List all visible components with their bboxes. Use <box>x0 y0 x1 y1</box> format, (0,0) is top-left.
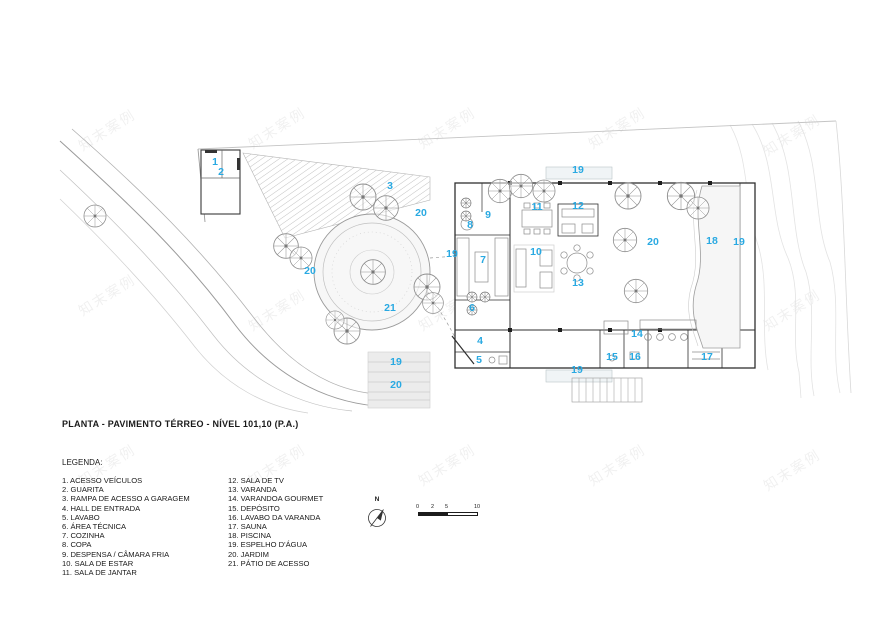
legend-item: 21. PÁTIO DE ACESSO <box>228 558 310 568</box>
guard-house <box>200 149 241 215</box>
terrace-steps <box>367 351 431 409</box>
plan-label-4: 4 <box>477 334 483 347</box>
plan-label-14: 14 <box>631 327 643 340</box>
plan-label-16: 16 <box>629 350 641 363</box>
plan-label-10: 10 <box>530 245 542 258</box>
plan-label-19: 19 <box>390 355 402 368</box>
scale-tick: 0 <box>416 504 420 510</box>
scale-tick: 5 <box>445 504 449 510</box>
plan-label-2: 2 <box>218 165 224 178</box>
legend-item: 5. LAVABO <box>62 512 100 522</box>
plan-label-18: 18 <box>706 234 718 247</box>
scale-bar <box>418 512 478 516</box>
legend-item: 8. COPA <box>62 540 92 550</box>
plan-label-17: 17 <box>701 350 713 363</box>
plan-label-8: 8 <box>467 218 473 231</box>
plan-label-6: 6 <box>469 301 475 314</box>
plan-label-19: 19 <box>571 363 583 376</box>
legend-item: 20. JARDIM <box>228 549 269 559</box>
plan-label-15: 15 <box>606 350 618 363</box>
access-road <box>59 128 377 414</box>
plan-label-19: 19 <box>572 163 584 176</box>
plan-label-12: 12 <box>572 199 584 212</box>
scale-bar-segment <box>447 512 478 516</box>
tv-room-walls <box>557 203 599 237</box>
scale-bar-segment <box>418 512 447 516</box>
legend-item: 11. SALA DE JANTAR <box>62 568 137 578</box>
legend-item: 15. DEPÓSITO <box>228 503 280 513</box>
legend-item: 17. SAUNA <box>228 522 267 532</box>
stairs <box>571 377 643 403</box>
plan-label-19: 19 <box>733 235 745 248</box>
page-title: PLANTA - PAVIMENTO TÉRREO - NÍVEL 101,10… <box>62 419 299 429</box>
legend-item: 4. HALL DE ENTRADA <box>62 503 141 513</box>
north-label: N <box>374 496 380 503</box>
legend-item: 12. SALA DE TV <box>228 476 284 485</box>
garage-ramp <box>242 152 431 239</box>
plan-label-20: 20 <box>415 206 427 219</box>
legend-item: 19. ESPELHO D'ÁGUA <box>228 540 308 550</box>
legend-heading: LEGENDA: <box>62 458 103 467</box>
legend-item: 10. SALA DE ESTAR <box>62 558 134 568</box>
plan-label-3: 3 <box>387 179 393 192</box>
legend-item: 7. COZINHA <box>62 531 105 541</box>
plan-label-13: 13 <box>572 276 584 289</box>
legend-item: 14. VARANDOA GOURMET <box>228 494 324 504</box>
plan-label-20: 20 <box>647 235 659 248</box>
scale-tick: 10 <box>474 504 481 510</box>
legend-item: 13. VARANDA <box>228 485 277 495</box>
legend-item: 1. ACESSO VEÍCULOS <box>62 476 143 485</box>
contour-lines <box>729 120 841 399</box>
legend-item: 9. DESPENSA / CÂMARA FRIA <box>62 549 170 559</box>
plan-label-1: 1 <box>212 155 218 168</box>
legend-item: 16. LAVABO DA VARANDA <box>228 512 321 522</box>
legend-item: 18. PISCINA <box>228 531 272 541</box>
plan-label-9: 9 <box>485 208 491 221</box>
north-arrow-icon <box>368 509 386 527</box>
furniture <box>456 202 720 365</box>
plan-label-5: 5 <box>476 353 482 366</box>
water-mirror-top <box>545 166 613 180</box>
plan-label-7: 7 <box>480 253 486 266</box>
plan-label-20: 20 <box>390 378 402 391</box>
plan-label-11: 11 <box>531 200 543 213</box>
plan-label-21: 21 <box>384 301 396 314</box>
legend-item: 2. GUARITA <box>62 485 104 495</box>
legend-item: 3. RAMPA DE ACESSO A GARAGEM <box>62 494 190 504</box>
plan-label-19: 19 <box>446 247 458 260</box>
plan-label-20: 20 <box>304 264 316 277</box>
legend-item: 6. ÁREA TÉCNICA <box>62 522 127 532</box>
entry-hall-wall <box>451 335 475 365</box>
scale-tick: 2 <box>431 504 435 510</box>
